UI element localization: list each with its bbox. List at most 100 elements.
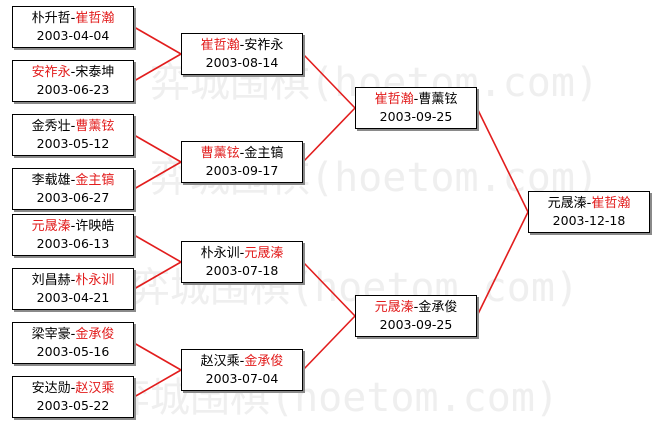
match-players: 安达勋-赵汉乘 [13,380,133,397]
match-date: 2003-06-27 [36,190,110,205]
bracket-connector [302,53,356,109]
match-players: 梁宰豪-金承俊 [13,326,133,343]
player-name: 元晟溱 [547,196,587,211]
player-name: 朴升哲 [31,11,71,26]
player-name: 元晟溱 [374,300,414,315]
match-players: 李载雄-金主镐 [13,172,133,189]
match-players: 朴永训-元晟溱 [182,245,302,262]
player-name: 金承俊 [75,327,115,342]
match-players: 崔哲瀚-曹薰铉 [356,91,476,108]
match-box-round1: 朴升哲-崔哲瀚 2003-04-04 [12,6,134,48]
match-date: 2003-06-13 [36,236,110,251]
player-separator: - [70,381,76,396]
match-date: 2003-04-04 [36,28,110,43]
match-players: 刘昌赫-朴永训 [13,272,133,289]
match-date: 2003-05-16 [36,344,110,359]
player-name: 李载雄 [31,173,71,188]
player-name: 宋泰坤 [75,65,115,80]
bracket-connector [302,261,356,317]
match-players: 安祚永-宋泰坤 [13,64,133,81]
match-date: 2003-09-25 [379,109,453,124]
player-name: 许映皓 [75,219,115,234]
match-date: 2003-06-23 [36,82,110,97]
bracket-connector [133,369,182,398]
bracket-connector [133,53,182,82]
player-separator: - [70,219,76,234]
player-separator: - [70,11,76,26]
player-separator: - [413,300,419,315]
match-date: 2003-08-14 [205,55,279,70]
player-name: 金承俊 [244,354,284,369]
player-name: 崔哲瀚 [75,11,115,26]
player-name: 金承俊 [418,300,458,315]
player-separator: - [413,92,419,107]
match-date: 2003-12-18 [552,213,626,228]
match-date: 2003-07-04 [205,371,279,386]
player-name: 朴永训 [75,273,115,288]
bracket-connector [476,107,529,213]
player-name: 梁宰豪 [31,327,71,342]
player-name: 崔哲瀚 [591,196,631,211]
match-players: 元晟溱-崔哲瀚 [529,195,649,212]
bracket-connector [133,161,182,190]
player-separator: - [70,119,76,134]
player-name: 金主镐 [244,146,284,161]
bracket-connector [133,342,182,371]
match-date: 2003-09-25 [379,317,453,332]
player-separator: - [70,273,76,288]
player-name: 金主镐 [75,173,115,188]
match-players: 崔哲瀚-安祚永 [182,37,302,54]
bracket-connector [133,26,182,55]
player-separator: - [239,354,245,369]
bracket-connector [133,234,182,263]
player-name: 安达勋 [31,381,71,396]
player-name: 崔哲瀚 [200,38,240,53]
match-date: 2003-05-12 [36,136,110,151]
player-name: 元晟溱 [244,246,284,261]
player-separator: - [239,246,245,261]
bracket-connector [133,261,182,290]
player-separator: - [70,173,76,188]
match-date: 2003-05-22 [36,398,110,413]
player-name: 安祚永 [244,38,284,53]
player-name: 安祚永 [31,65,71,80]
match-players: 元晟溱-金承俊 [356,299,476,316]
player-name: 曹薰铉 [418,92,458,107]
match-players: 元晟溱-许映皓 [13,218,133,235]
player-name: 赵汉乘 [200,354,240,369]
player-name: 刘昌赫 [31,273,71,288]
player-separator: - [586,196,592,211]
player-name: 曹薰铉 [200,146,240,161]
match-players: 赵汉乘-金承俊 [182,353,302,370]
player-name: 金秀壮 [31,119,71,134]
match-date: 2003-07-18 [205,263,279,278]
bracket-connector [133,134,182,163]
player-name: 崔哲瀚 [374,92,414,107]
player-name: 朴永训 [200,246,240,261]
player-separator: - [239,38,245,53]
match-date: 2003-09-17 [205,163,279,178]
match-date: 2003-04-21 [36,290,110,305]
match-players: 金秀壮-曹薰铉 [13,118,133,135]
bracket-connector [302,107,356,163]
player-separator: - [70,65,76,80]
player-separator: - [70,327,76,342]
player-name: 曹薰铉 [75,119,115,134]
bracket-connector [476,211,529,317]
